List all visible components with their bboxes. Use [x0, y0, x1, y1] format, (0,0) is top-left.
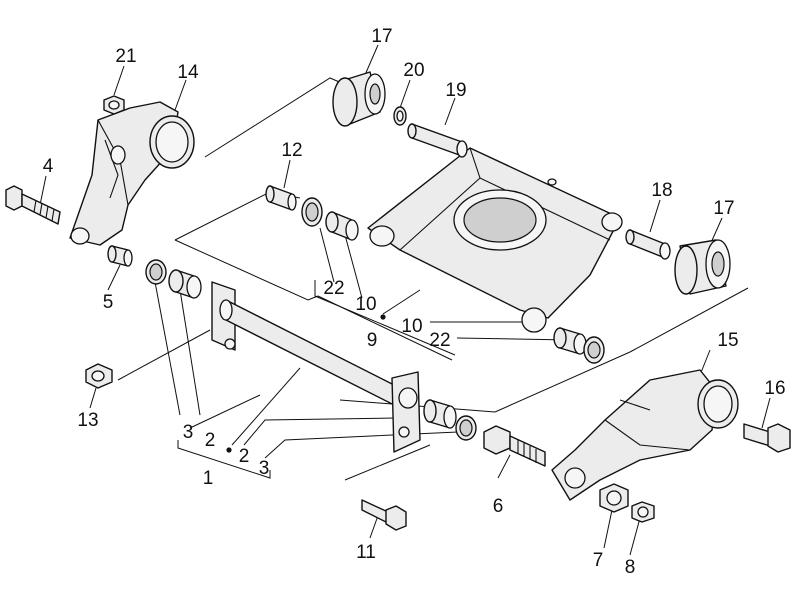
sleeve-19-part	[407, 123, 468, 158]
shaft-1-part	[211, 281, 421, 453]
nut-21-part	[103, 95, 125, 115]
sleeve-18-part	[625, 229, 671, 260]
seal-22-right-part	[583, 336, 605, 364]
group-1-dot	[226, 447, 232, 453]
group-9-dot	[380, 314, 386, 320]
bushing-17-right-part	[674, 239, 731, 295]
callout-1: 1	[203, 468, 214, 489]
callout-17-right: 17	[713, 198, 734, 219]
callout-8: 8	[625, 557, 636, 578]
bolt-16-part	[743, 423, 791, 453]
bearing-2-left-part	[168, 269, 202, 299]
nut-8-part	[631, 501, 655, 523]
callout-12: 12	[281, 140, 302, 161]
nut-13-part	[85, 363, 113, 389]
callout-2-right: 2	[239, 446, 250, 467]
bushing-17-top-part	[332, 71, 386, 127]
callout-labels: 1 2 2 3 3 4 5 6 7 8 9 10 10 11 12 13 14 …	[43, 26, 786, 578]
nut-7-part	[599, 483, 629, 513]
callout-7: 7	[593, 550, 604, 571]
callout-9: 9	[367, 330, 378, 351]
bearing-2-right-part	[423, 399, 457, 429]
bracket-15-part	[551, 369, 739, 501]
callout-5: 5	[103, 292, 114, 313]
swing-arm-9-part	[367, 147, 623, 333]
callout-15: 15	[717, 330, 738, 351]
callout-19: 19	[445, 80, 466, 101]
seal-3-right-part	[455, 415, 477, 441]
callout-11: 11	[356, 542, 376, 563]
bearing-10-left-part	[325, 211, 359, 241]
seal-3-left-part	[145, 259, 167, 285]
bolt-11-part	[361, 499, 407, 531]
washer-20-part	[393, 106, 407, 126]
threaded-pin-6-part	[483, 425, 546, 467]
bracket-14-part	[69, 101, 195, 246]
callout-10-right: 10	[401, 316, 422, 337]
spacer-12-part	[265, 185, 297, 211]
callout-22-left: 22	[323, 278, 344, 299]
callout-4: 4	[43, 156, 54, 177]
callout-18: 18	[651, 180, 672, 201]
callout-13: 13	[77, 410, 98, 431]
spacer-5-part	[107, 245, 133, 267]
callout-16: 16	[764, 378, 785, 399]
callout-22-right: 22	[429, 330, 450, 351]
callout-3-right: 3	[259, 458, 270, 479]
callout-20: 20	[403, 60, 424, 81]
callout-3-left: 3	[183, 422, 194, 443]
callout-21: 21	[115, 46, 136, 67]
leader-lines	[39, 44, 771, 556]
callout-14: 14	[177, 62, 199, 83]
callout-10-left: 10	[355, 294, 376, 315]
callout-6: 6	[493, 496, 504, 517]
callout-17-top: 17	[371, 26, 392, 47]
seal-22-left-part	[301, 197, 323, 227]
bolt-4-part	[5, 185, 61, 225]
callout-2-left: 2	[205, 430, 216, 451]
bearing-10-right-part	[553, 327, 587, 355]
